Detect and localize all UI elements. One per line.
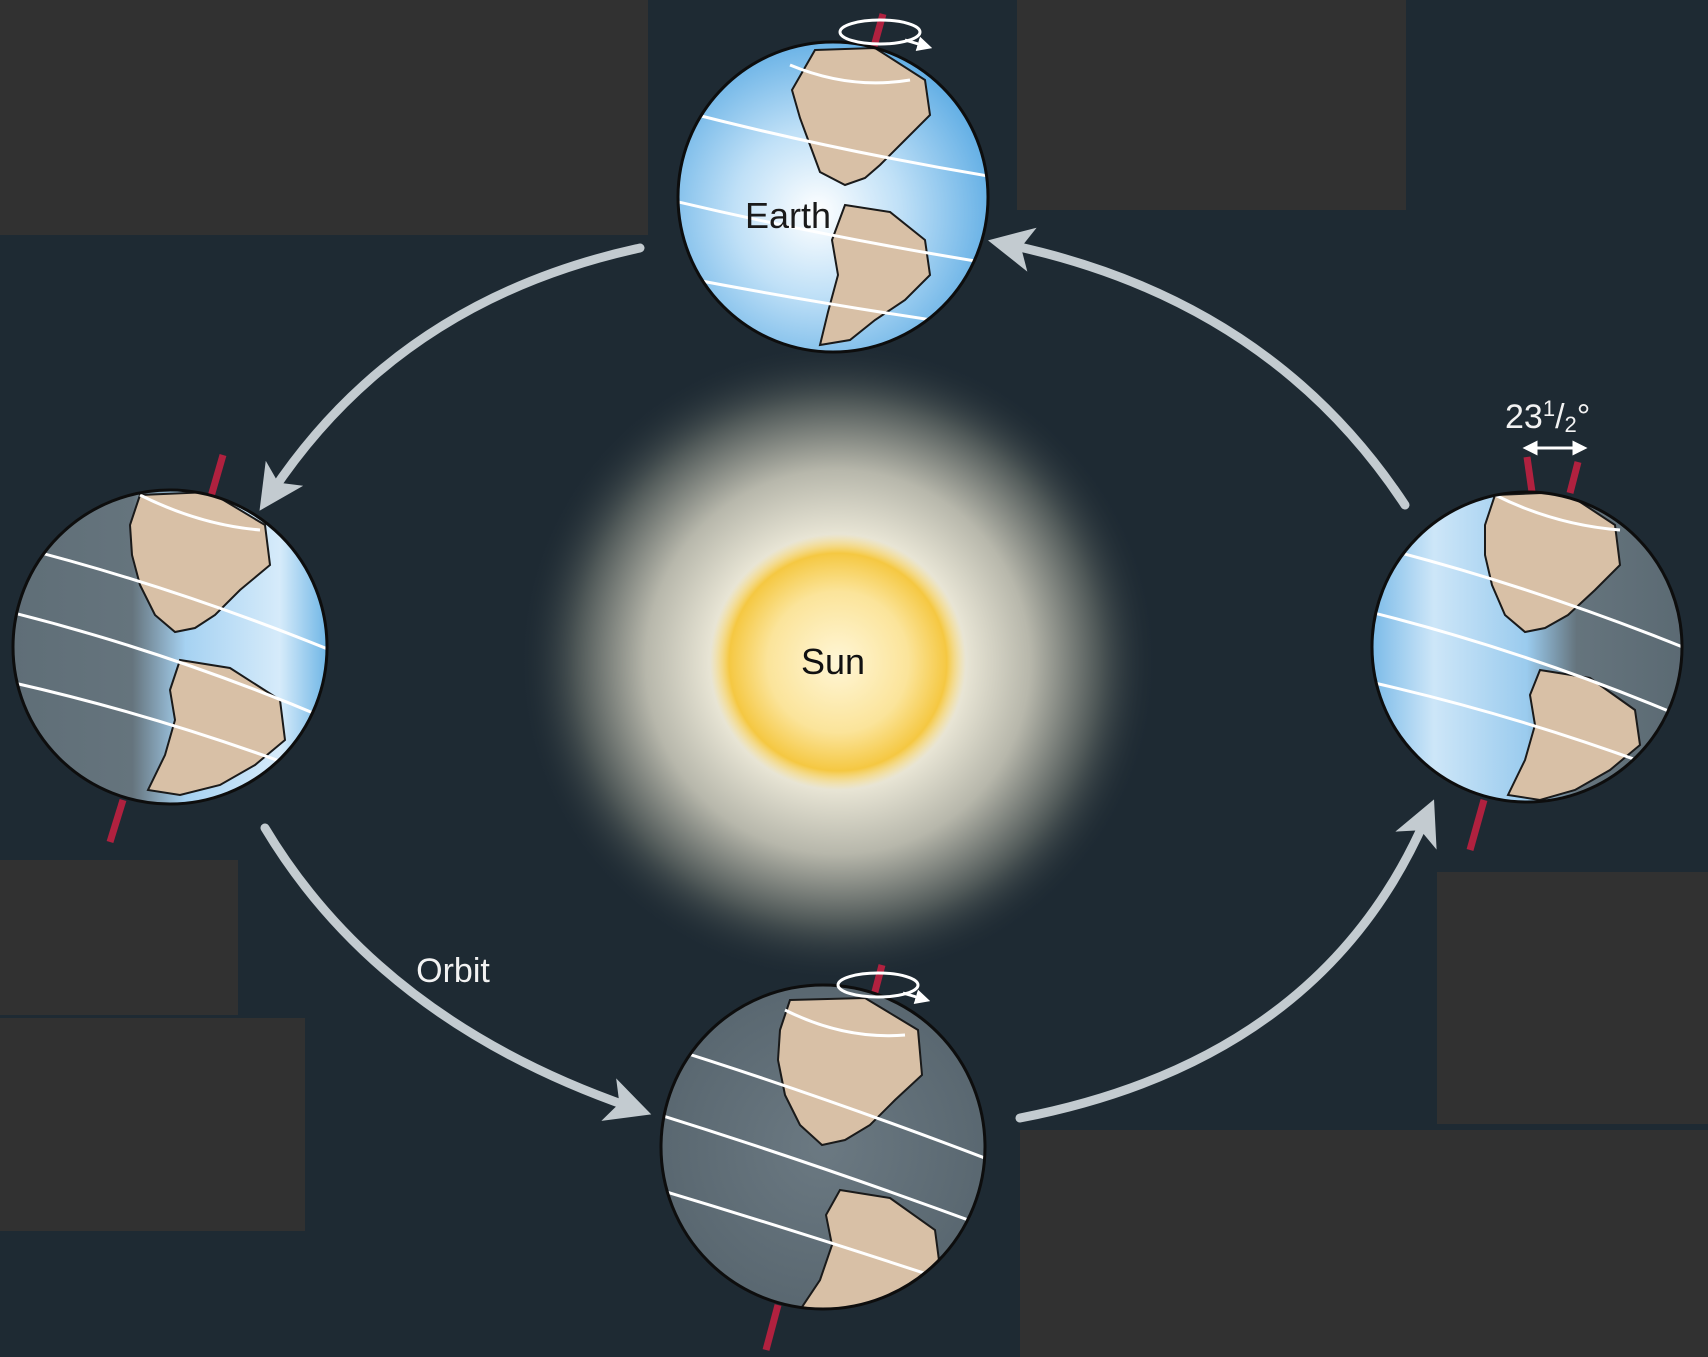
panel-left-upper <box>0 860 238 1015</box>
earth-globe-icon <box>676 13 990 354</box>
sun-icon <box>518 342 1158 982</box>
panel-bottom-right <box>1020 1130 1708 1357</box>
panel-right <box>1437 872 1708 1124</box>
land-south-america <box>818 203 932 347</box>
panel-top-right <box>1017 0 1406 210</box>
panel-top-left <box>0 0 648 235</box>
axis-tilt-icon <box>106 798 127 844</box>
earth-label: Earth <box>745 195 831 236</box>
tilt-whole: 23 <box>1505 398 1543 436</box>
rotation-arrow-icon <box>838 18 933 52</box>
axis-tilt-icon <box>1566 461 1582 494</box>
sun-core <box>710 534 966 790</box>
tilt-slash: / <box>1555 398 1565 436</box>
tilt-numerator: 1 <box>1543 396 1555 421</box>
sun-label: Sun <box>801 641 865 682</box>
earth-globe-icon <box>659 964 987 1351</box>
tilt-angle-label: 231/2° <box>1505 396 1590 437</box>
axis-tilt-icon <box>1466 799 1488 851</box>
axis-tilt-icon <box>206 454 227 501</box>
orbit-label: Orbit <box>416 952 490 990</box>
axis-tilt-icon <box>762 1304 782 1351</box>
earth-globe-icon <box>1370 440 1684 851</box>
earth-globe-icon <box>11 454 329 844</box>
tilt-denominator: 2 <box>1565 412 1577 437</box>
axis-tilt-icon <box>1523 456 1536 493</box>
orbit-arrow-top-right <box>987 227 1410 510</box>
orbit-arrow-bottom-left <box>260 823 652 1121</box>
panel-left-lower <box>0 1018 305 1231</box>
rotation-arrow-icon <box>836 971 931 1005</box>
tilt-degree: ° <box>1577 398 1591 436</box>
orbit-arrow-icon <box>259 227 1437 1123</box>
orbit-arrow-top-left <box>259 243 645 511</box>
orbit-arrow-bottom-right <box>1015 799 1437 1123</box>
land-south-america <box>1506 668 1642 802</box>
